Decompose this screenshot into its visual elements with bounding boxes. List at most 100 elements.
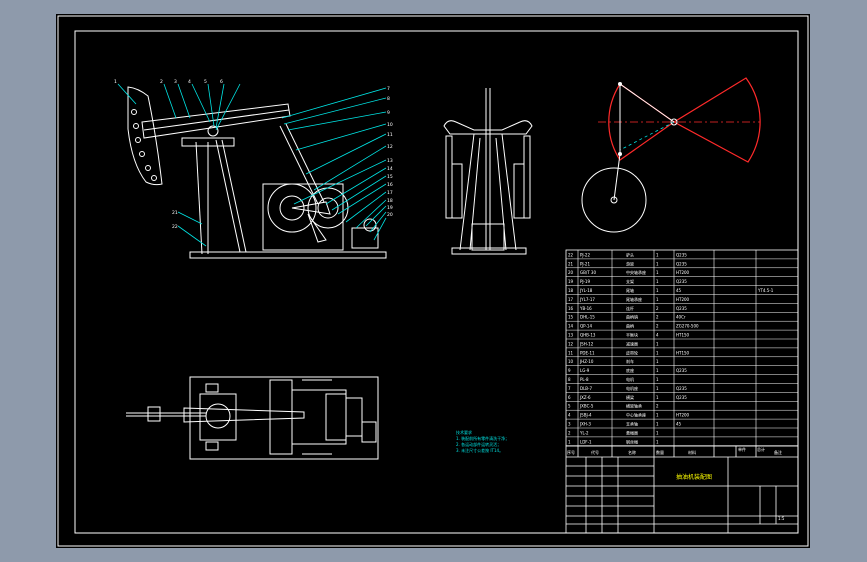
balloon-label: 7 bbox=[387, 86, 390, 92]
horsehead bbox=[127, 86, 163, 186]
bom-cell-code: PL-8 bbox=[580, 377, 589, 382]
bom-cell-code: QHB-13 bbox=[580, 333, 596, 338]
bom-cell-name: 减速器 bbox=[626, 340, 638, 346]
bom-cell-code: JXBC-5 bbox=[579, 404, 594, 409]
bom-cell-no: 17 bbox=[568, 297, 574, 302]
header-no: 序号 bbox=[567, 449, 575, 455]
header-total: 总计 bbox=[757, 446, 765, 452]
bom-cell-qty: 1 bbox=[656, 297, 659, 302]
balloon-label: 5 bbox=[204, 79, 207, 85]
cad-drawing: 1 2 3 4 5 6 7 8 9 10 11 12 13 14 15 16 1… bbox=[57, 15, 809, 547]
bom-cell-code: PJ-21 bbox=[580, 261, 590, 266]
side-crossbar bbox=[443, 120, 533, 135]
bom-cell-qty: 4 bbox=[656, 333, 659, 338]
bom-cell-qty: 1 bbox=[656, 377, 659, 382]
header-name: 名称 bbox=[628, 449, 636, 455]
bom-cell-no: 19 bbox=[568, 279, 574, 284]
front-leaders bbox=[117, 83, 387, 247]
notes-heading: 技术要求 bbox=[456, 429, 472, 435]
bom-cell-code: PJ-22 bbox=[580, 252, 590, 257]
outer-frame bbox=[57, 15, 809, 547]
right-balloons: 7 8 9 10 11 12 13 14 15 16 17 18 19 20 bbox=[387, 86, 393, 218]
bom-cell-material: Q235 bbox=[676, 368, 687, 373]
bom-cell-qty: 1 bbox=[656, 422, 659, 427]
balloon-label: 1 bbox=[114, 79, 117, 85]
bom-cell-no: 14 bbox=[568, 324, 574, 329]
bom-cell-no: 13 bbox=[568, 333, 574, 338]
bom-cell-qty: 1 bbox=[656, 430, 659, 435]
bom-cell-no: 4 bbox=[568, 413, 571, 418]
bom-cell-material: HT200 bbox=[676, 270, 690, 275]
bom-cell-code: LG-9 bbox=[580, 368, 590, 373]
front-balloons: 1 2 3 4 5 6 bbox=[114, 79, 223, 85]
bom-cell-qty: 2 bbox=[656, 306, 659, 311]
bom-cell-material: HT200 bbox=[676, 413, 690, 418]
bom-cell-no: 12 bbox=[568, 341, 574, 346]
bom-cell-no: 15 bbox=[568, 315, 574, 320]
title-block-text: 序号 代号 名称 数量 材料 单件 总计 备注 1:5 bbox=[567, 446, 785, 521]
top-view-border bbox=[189, 376, 379, 460]
drawing-sheet: 1 2 3 4 5 6 7 8 9 10 11 12 13 14 15 16 1… bbox=[56, 14, 810, 548]
header-remark: 备注 bbox=[774, 449, 782, 455]
bom-cell-code: PDE-11 bbox=[580, 350, 595, 355]
bom-cell-qty: 2 bbox=[656, 324, 659, 329]
bom-cell-name: 钢丝绳 bbox=[626, 438, 638, 444]
bom-cell-material: ZG270-500 bbox=[676, 324, 699, 329]
balloon-label: 17 bbox=[387, 190, 393, 196]
bom-cell-name: 驴头 bbox=[626, 251, 634, 257]
bom-cell-qty: 1 bbox=[656, 413, 659, 418]
left-balloons: 21 22 bbox=[172, 210, 178, 230]
balloon-label: 9 bbox=[387, 110, 390, 116]
bom-cell-qty: 1 bbox=[656, 270, 659, 275]
bom-cell-name: 中心轴承座 bbox=[626, 412, 646, 418]
bom-cell-qty: 1 bbox=[656, 350, 659, 355]
balloon-label: 4 bbox=[188, 79, 191, 85]
bom-cell-name: 皮带轮 bbox=[626, 349, 638, 355]
bom-cell-name: 曲柄销 bbox=[626, 314, 638, 320]
bom-cell-material: 45 bbox=[676, 288, 682, 293]
bom-cell-name: 底座 bbox=[626, 367, 634, 373]
balloon-label: 8 bbox=[387, 96, 390, 102]
bom-cell-name: 尾轴 bbox=[626, 287, 634, 293]
balloon-label: 21 bbox=[172, 210, 178, 216]
bom-cell-no: 21 bbox=[568, 261, 574, 266]
top-view bbox=[126, 376, 379, 460]
bom-cell-qty: 1 bbox=[656, 341, 659, 346]
bom-cell-code: QP-14 bbox=[580, 324, 592, 329]
bom-cell-material: Q235 bbox=[676, 279, 687, 284]
bom-cell-name: 支架 bbox=[626, 278, 634, 284]
balloon-label: 16 bbox=[387, 182, 393, 188]
header-qty: 数量 bbox=[656, 449, 664, 455]
balloon-label: 22 bbox=[172, 224, 178, 230]
bom-cell-material: Q235 bbox=[676, 252, 687, 257]
bom-cell-code: JSH-12 bbox=[579, 341, 594, 346]
bom-cell-name: 中央轴承座 bbox=[626, 269, 646, 275]
bom-cell-name: 电机 bbox=[626, 376, 634, 382]
bom-cell-material: Q235 bbox=[676, 306, 687, 311]
title-block bbox=[565, 445, 799, 534]
bom-cell-qty: 1 bbox=[656, 395, 659, 400]
header-material: 材料 bbox=[688, 449, 696, 455]
header-unit: 单件 bbox=[738, 446, 746, 452]
balloon-label: 15 bbox=[387, 174, 393, 180]
crank-circle bbox=[581, 167, 647, 233]
bom-cell-no: 2 bbox=[568, 430, 571, 435]
inner-frame bbox=[74, 30, 799, 534]
bom-cell-name: 横梁 bbox=[626, 394, 634, 400]
bom-cell-no: 9 bbox=[568, 368, 571, 373]
bom-cell-code: JYL7-17 bbox=[579, 297, 595, 302]
bom-cell-material: Q235 bbox=[676, 395, 687, 400]
bom-cell-code: DHL-15 bbox=[580, 315, 595, 320]
balloon-label: 3 bbox=[174, 79, 177, 85]
bom-cell-name: 刹车 bbox=[626, 358, 634, 364]
bom-cell-qty: 1 bbox=[656, 261, 659, 266]
technical-notes: 技术要求 1. 装配前所有零件清洗干净； 2. 各运动部件运转灵活； 3. 未注… bbox=[456, 429, 509, 453]
bom-cell-name: 支承轴 bbox=[626, 421, 638, 427]
bom-cell-code: JHZ-10 bbox=[579, 359, 594, 364]
bom-cell-name: 尾轴承座 bbox=[626, 296, 642, 302]
bom-cell-name: 横梁轴承 bbox=[626, 403, 642, 409]
front-view bbox=[127, 86, 387, 259]
drawing-title: 抽油机装配图 bbox=[676, 473, 712, 481]
bom-cell-qty: 1 bbox=[656, 252, 659, 257]
bom-cell-code: YB-16 bbox=[579, 306, 592, 311]
